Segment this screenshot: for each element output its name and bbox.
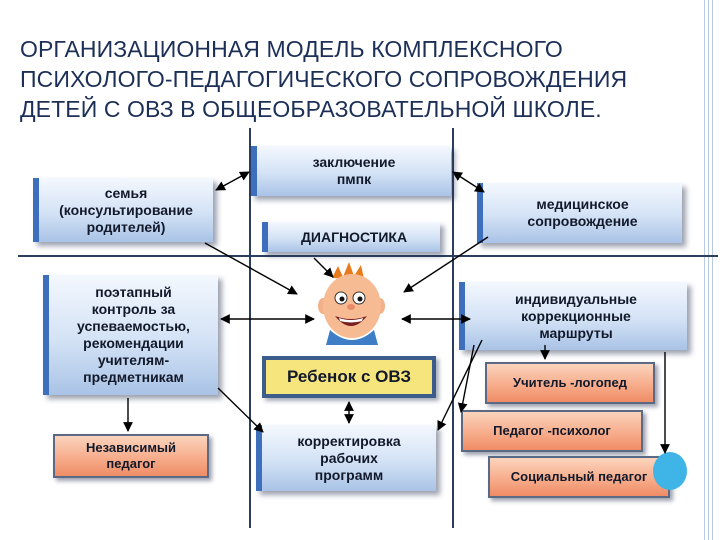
diagnostics-box: ДИАГНОСТИКА [262,222,440,252]
program-line: рабочих [320,449,378,466]
pmpk-line: пмпк [336,171,372,187]
speech-therapist-label: Учитель -логопед [513,375,627,390]
program-line: программ [314,466,384,483]
family-line: родителей) [86,218,166,235]
control-line: предметникам [83,369,184,385]
title-line: психолого-педагогического сопровождения [20,66,628,92]
control-line: рекомендации [83,335,184,351]
program-line: корректировка [297,432,401,449]
decorative-circle [653,452,687,490]
independent-line: Независимый [85,440,177,455]
vertical-divider-left [249,128,251,528]
horizontal-divider [18,255,718,257]
slide-title: Организационная модель комплексного псих… [20,34,700,124]
title-line: детей с ОВЗ в общеобразовательной школе. [20,96,602,122]
control-line: поэтапный [95,284,172,300]
control-box: поэтапный контроль за успеваемостью, рек… [43,275,218,395]
diagnostics-label: ДИАГНОСТИКА [300,228,408,245]
routes-line: индивидуальные [515,290,637,307]
family-line: семья [104,184,148,201]
social-pedagogue-box: Социальный педагог [488,456,670,498]
control-line: контроль за [91,301,176,317]
control-line: учителям- [97,352,170,368]
vertical-divider-right [452,128,454,528]
social-pedagogue-label: Социальный педагог [510,469,648,484]
medical-line: сопровождение [527,213,638,229]
psychologist-label: Педагог -психолог [493,423,611,438]
child-face-icon [318,262,385,345]
independent-line: педагог [106,456,156,471]
medical-line: медицинское [536,196,629,212]
child-box: Ребенок с ОВЗ [262,356,436,398]
routes-line: коррекционные [521,307,631,324]
psychologist-box: Педагог -психолог [461,410,643,452]
family-line: (консультирование [59,201,193,218]
decorative-stripes [702,0,716,540]
child-label: Ребенок с ОВЗ [286,367,412,386]
pmpk-line: заключение [312,154,396,170]
title-line: Организационная модель комплексного [20,36,563,62]
routes-line: маршруты [539,324,613,341]
speech-therapist-box: Учитель -логопед [485,362,655,404]
control-line: успеваемостью, [77,318,190,334]
